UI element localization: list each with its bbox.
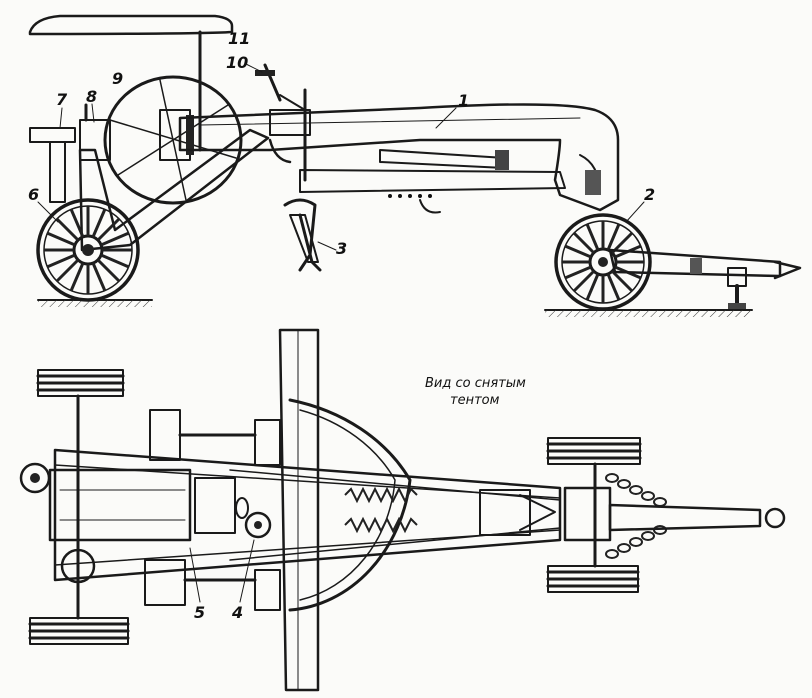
rear-wheel [36,198,140,302]
canopy [28,14,234,36]
label-9: 9 [112,69,123,88]
caption-line-2: тентом [450,393,500,408]
tank [60,548,96,584]
engine-block [48,468,192,542]
frame-top [53,448,562,582]
lift-cylinder [379,149,506,169]
side-view [28,14,802,317]
springs [344,486,418,534]
label-8: 8 [86,87,97,106]
tow-chains [605,473,667,559]
label-5: 5 [194,603,205,622]
rear-wheel-bottom-left [28,617,130,645]
label-1: 1 [458,91,469,110]
label-10: 10 [226,53,248,72]
label-6: 6 [28,185,39,204]
rear-hitch [19,462,51,494]
ground-rear-hatch [38,300,152,307]
steering-wheel [103,75,243,205]
rear-wheel-top-left [36,369,125,397]
control-box [79,119,111,161]
label-11: 11 [228,29,250,48]
ground-front-hatch [545,310,752,317]
label-3: 3 [336,239,347,258]
drawbar-holes [388,194,432,198]
label-7: 7 [56,90,68,109]
label-2: 2 [644,185,655,204]
main-frame-beam [178,103,620,212]
grader-blade [278,328,320,692]
ripper [283,198,322,272]
drawbar [299,169,566,193]
caption-line-1: Вид со снятым [425,376,526,391]
front-wheel-bottom-right [546,565,640,593]
label-4: 4 [231,603,243,622]
blade-circle [288,398,412,612]
top-view [19,328,786,692]
center-pivot [244,511,272,539]
front-wheel-top-right [546,437,642,465]
front-wheel [554,213,652,311]
seat [29,127,76,143]
front-frame-block [479,489,531,536]
tow-bar-top [608,503,762,532]
